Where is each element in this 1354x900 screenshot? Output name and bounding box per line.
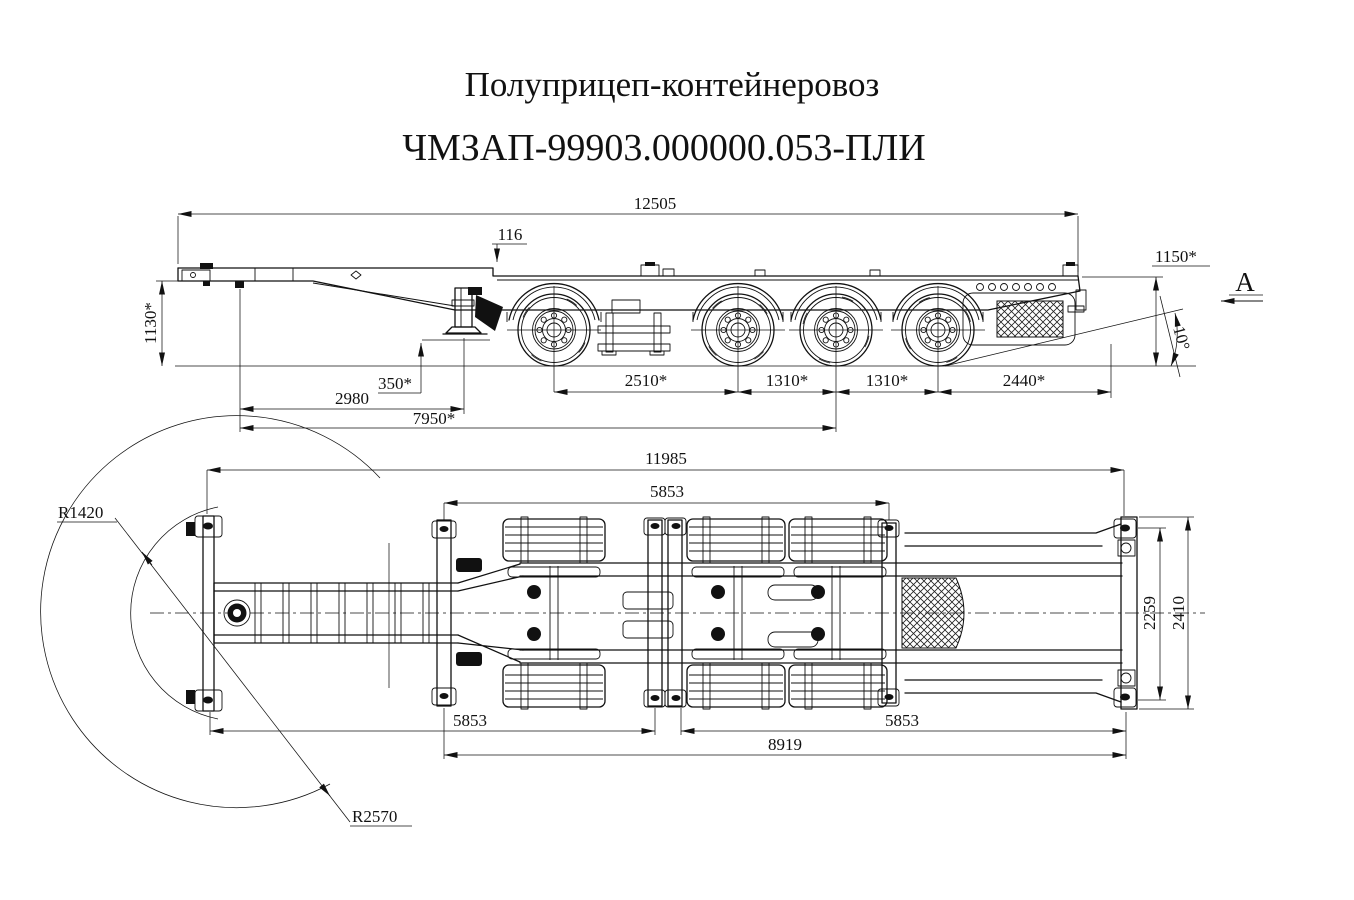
rear-beam xyxy=(1120,516,1138,710)
dim-ground-clearance: 350* xyxy=(378,374,412,393)
dim-radius-front: R1420 xyxy=(58,503,103,522)
frame-emblem-icon xyxy=(350,270,362,280)
kingpin-side xyxy=(181,263,244,288)
dim-axle-spacing-3: 1310* xyxy=(866,371,909,390)
dim-deck-step: 116 xyxy=(498,225,523,244)
wheel xyxy=(691,282,785,392)
deck-twistlocks-side xyxy=(640,262,1079,291)
side-view-dimensions: 12505 116 1150* 1130* 350* 2510* 1310* xyxy=(141,194,1210,432)
equipment-box xyxy=(622,620,674,639)
lashing-rings xyxy=(976,283,1056,291)
axle-group xyxy=(691,566,785,660)
dim-radius-rear: R2570 xyxy=(352,807,397,826)
equipment-box xyxy=(622,591,674,610)
toolbox xyxy=(962,292,1076,346)
air-tank xyxy=(767,631,819,648)
wheel xyxy=(891,282,985,392)
gooseneck-frame xyxy=(213,543,524,688)
view-a-label: А xyxy=(1235,267,1255,297)
dim-front-deck-height: 1130* xyxy=(141,302,160,344)
rear-platform xyxy=(901,516,1138,710)
plan-view: R1420 R2570 xyxy=(40,415,1205,827)
spare-rack xyxy=(597,299,671,356)
dim-width-outer: 2410 xyxy=(1169,596,1188,630)
dim-overall-length: 12505 xyxy=(634,194,677,213)
dim-width-inner: 2259 xyxy=(1140,596,1159,630)
mesh-walkway xyxy=(901,577,965,649)
suspension-plan xyxy=(507,566,887,660)
dim-rear-deck-height: 1150* xyxy=(1155,247,1197,266)
landing-gear xyxy=(442,287,503,335)
title-line-2: ЧМЗАП-99903.000000.053-ПЛИ xyxy=(402,127,925,169)
dim-frame-length: 11985 xyxy=(645,449,687,468)
fenders-plan-bottom xyxy=(502,662,888,710)
dim-kingpin-to-third-axle: 7950* xyxy=(413,409,456,428)
dim-lock-span-left: 5853 xyxy=(453,711,487,730)
wheels-side xyxy=(506,282,985,392)
dim-kingpin-to-legs: 2980 xyxy=(335,389,369,408)
dim-axle-spacing-1: 2510* xyxy=(625,371,668,390)
lock-beam-rear-mid xyxy=(877,519,900,707)
dim-lock-span-right: 5853 xyxy=(885,711,919,730)
plan-view-dimensions: 11985 5853 2259 2410 5853 5853 xyxy=(206,449,1194,759)
dim-lock-span-total: 8919 xyxy=(768,735,802,754)
lock-beams-middle xyxy=(643,517,687,708)
view-a-marker: А xyxy=(1221,267,1263,304)
main-rails xyxy=(519,562,1123,664)
dim-lock-span-top: 5853 xyxy=(650,482,684,501)
axle-group xyxy=(507,566,601,660)
kingpin-plan xyxy=(223,599,251,627)
title-line-1: Полуприцеп-контейнеровоз xyxy=(465,65,880,104)
wheel xyxy=(506,282,602,392)
dim-axle-spacing-2: 1310* xyxy=(766,371,809,390)
departure-angle: 10° xyxy=(944,295,1194,378)
front-bumper xyxy=(186,515,223,712)
trailer-frame-side xyxy=(177,267,1087,313)
dim-rear-overhang: 2440* xyxy=(1003,371,1046,390)
radius-rear-arc xyxy=(40,415,381,808)
air-tank xyxy=(767,584,819,601)
side-view: 10° 12505 116 1150* 1130* 350* xyxy=(141,194,1263,432)
swing-radii: R1420 R2570 xyxy=(40,415,412,827)
fenders-plan-top xyxy=(502,516,888,564)
radius-front-arc xyxy=(130,506,219,720)
